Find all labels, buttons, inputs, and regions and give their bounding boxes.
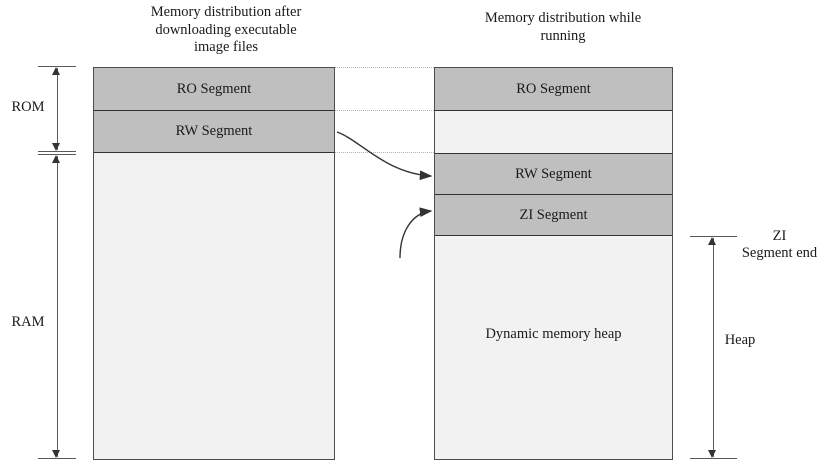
- ram-bracket-top-tick: [38, 154, 76, 155]
- right-rw-segment: RW Segment: [435, 153, 672, 195]
- zi-segment-end-label: ZI Segment end: [741, 228, 818, 261]
- left-panel-title: Memory distribution after downloading ex…: [150, 4, 302, 55]
- rom-bracket-bottom-tick: [38, 151, 76, 152]
- left-ro-segment: RO Segment: [94, 68, 334, 111]
- right-ro-segment: RO Segment: [435, 68, 672, 111]
- heap-bracket-bottom-tick: [690, 458, 737, 459]
- ram-bracket-bottom-tick: [38, 458, 76, 459]
- ram-arrow-down-icon: [52, 450, 60, 458]
- left-memory-column: RO Segment RW Segment: [93, 67, 335, 460]
- right-panel-title: Memory distribution while running: [484, 10, 642, 44]
- rom-bracket-top-tick: [38, 66, 76, 67]
- heap-bracket-stem: [713, 238, 714, 457]
- zi-segment-connector-arrow: [399, 207, 433, 259]
- dynamic-memory-heap-label: Dynamic memory heap: [485, 326, 622, 342]
- ram-bracket-stem: [57, 156, 58, 457]
- ram-arrow-up-icon: [52, 155, 60, 163]
- rom-label: ROM: [11, 99, 45, 115]
- rom-bracket-stem: [57, 68, 58, 150]
- right-memory-column: RO Segment RW Segment ZI Segment Dynamic…: [434, 67, 673, 460]
- rw-segment-connector-arrow: [336, 131, 433, 181]
- left-rw-segment: RW Segment: [94, 111, 334, 153]
- rom-arrow-down-icon: [52, 143, 60, 151]
- heap-bracket-top-tick: [690, 236, 737, 237]
- guide-line-middle: [335, 110, 434, 111]
- rom-arrow-up-icon: [52, 67, 60, 75]
- heap-label: Heap: [724, 332, 756, 348]
- ram-label: RAM: [11, 314, 45, 330]
- heap-arrow-up-icon: [708, 237, 716, 245]
- right-zi-segment: ZI Segment: [435, 195, 672, 236]
- guide-line-bottom: [335, 152, 434, 153]
- guide-line-top: [335, 67, 434, 68]
- heap-arrow-down-icon: [708, 450, 716, 458]
